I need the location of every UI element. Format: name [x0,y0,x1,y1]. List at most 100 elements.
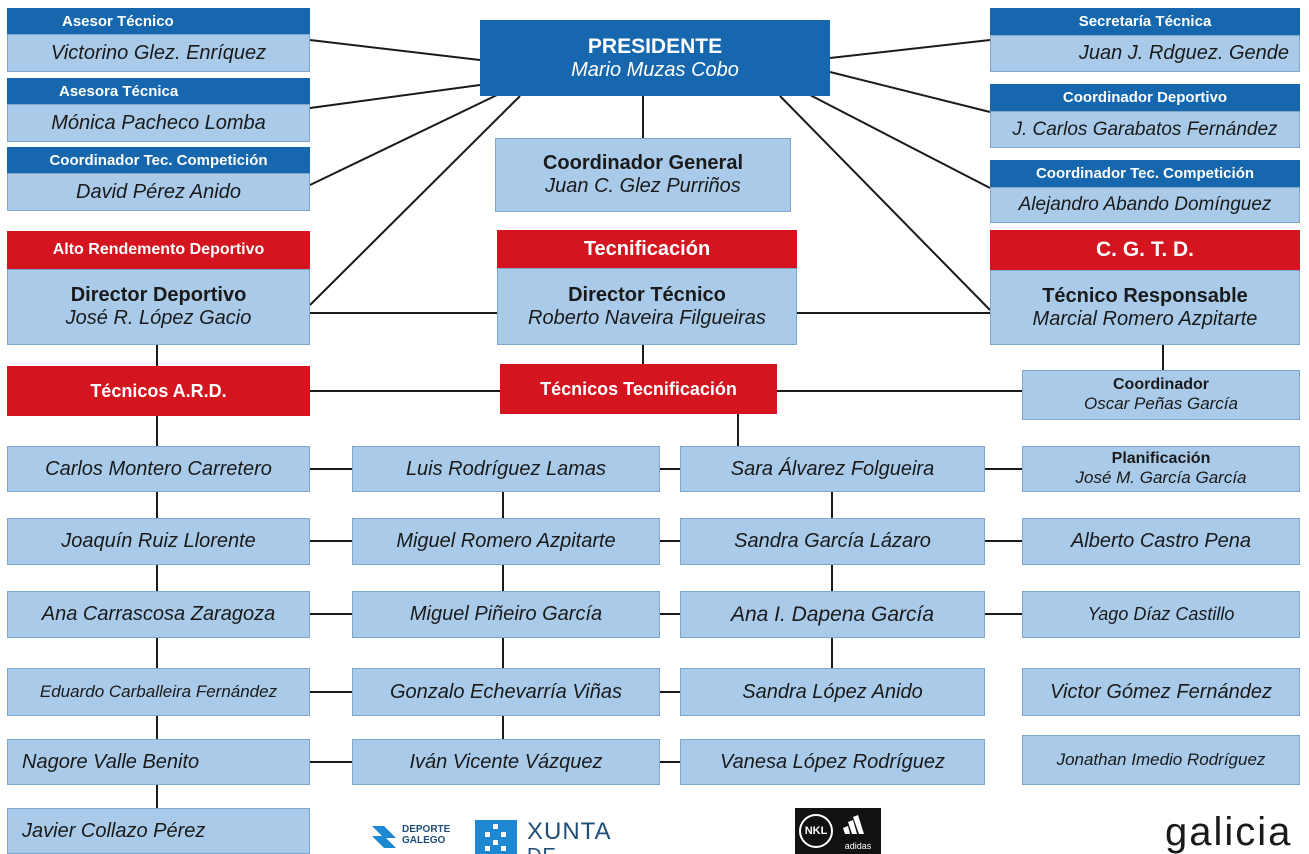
sports-director-name: José R. López Gacio [65,307,252,329]
cgtd-technician-name: Jonathan Imedio Rodríguez [1056,750,1266,769]
tecnificacion-technician-name: Sandra López Anido [742,680,923,703]
tecnificacion-technician-name: Sandra García Lázaro [734,530,931,552]
adidas-icon: adidas [839,814,877,851]
advisor2-header: Asesora Técnica [7,78,310,104]
coordinator-name: Oscar Peñas García [1083,394,1238,413]
advisor2-name-box: Mónica Pacheco Lomba [7,104,310,142]
competition-coord-right-header: Coordinador Tec. Competición [990,160,1300,187]
sports-director-title: Director Deportivo [70,284,247,306]
tecnificacion-technician-name: Gonzalo Echevarría Viñas [390,680,622,703]
technical-director-name: Roberto Naveira Filgueiras [528,306,766,329]
competition-coord-right-name-box: Alejandro Abando Domínguez [990,187,1300,223]
coordinator-title: Coordinador [1113,376,1209,393]
nkl-adidas-logo: NKL adidas [795,808,881,854]
ard-header: Alto Rendemento Deportivo [7,231,310,269]
tecnificacion-technician-box: Miguel Romero Azpitarte [352,518,660,565]
advisor2-role: Asesora Técnica [59,82,179,100]
competition-coord-right-role: Coordinador Tec. Competición [1035,165,1255,182]
ard-technician-box: Carlos Montero Carretero [7,446,310,492]
general-coordinator-box: Coordinador General Juan C. Glez Purriño… [495,138,791,212]
galicia-logo: galicia [1165,810,1305,854]
tecnificacion-technician-name: Iván Vicente Vázquez [409,750,603,773]
secretary-name: Juan J. Rdguez. Gende [1078,42,1289,64]
ard-technician-box: Ana Carrascosa Zaragoza [7,591,310,638]
tecnificacion-technician-name: Luis Rodríguez Lamas [405,457,607,480]
advisor-role: Asesor Técnico [62,12,174,30]
competition-coord-right-name: Alejandro Abando Domínguez [1018,194,1272,215]
tecnificacion-technician-box: Vanesa López Rodríguez [680,739,985,785]
competition-coord-left-header: Coordinador Tec. Competición [7,147,310,173]
tecnicos-ard-label: Técnicos A.R.D. [90,380,227,401]
cgtd-technician-box: Victor Gómez Fernández [1022,668,1300,716]
ard-technician-box: Javier Collazo Pérez [7,808,310,854]
tecnificacion-technician-name: Miguel Romero Azpitarte [396,530,616,552]
tecnificacion-technician-box: Iván Vicente Vázquez [352,739,660,785]
deporte-galego-icon [372,826,396,848]
technical-director-title: Director Técnico [568,283,726,306]
deporte-label: DEPORTE [402,824,451,835]
technical-director-box: Director Técnico Roberto Naveira Filguei… [497,268,797,345]
tecnificacion-technician-box: Sandra López Anido [680,668,985,716]
sport-coord-role: Coordinador Deportivo [1062,89,1228,106]
xunta-logo: XUNTA DE GALICIA [475,816,645,854]
tecnicos-tecnificacion-label: Técnicos Tecnificación [540,378,737,399]
cgtd-technician-name: Victor Gómez Fernández [1050,680,1272,703]
galego-label: GALEGO [402,835,446,846]
secretary-name-box: Juan J. Rdguez. Gende [990,35,1300,72]
tecnificacion-technician-name: Sara Álvarez Folgueira [730,457,935,480]
tecnificacion-technician-box: Luis Rodríguez Lamas [352,446,660,492]
tecnificacion-technician-box: Sandra García Lázaro [680,518,985,565]
ard-technician-name: Carlos Montero Carretero [45,457,272,480]
president-box: PRESIDENTE Mario Muzas Cobo [480,20,830,96]
xunta-emblem-icon [475,820,517,854]
nkl-icon: NKL [799,814,833,848]
planning-box: Planificación José M. García García [1022,446,1300,492]
sport-coord-name-box: J. Carlos Garabatos Fernández [990,111,1300,148]
deporte-galego-logo: DEPORTE GALEGO [370,820,460,854]
galicia-label: galicia [1165,810,1293,854]
advisor-name-box: Victorino Glez. Enríquez [7,34,310,72]
tecnificacion-technician-name: Miguel Piñeiro García [409,603,603,625]
planning-title: Planificación [1111,450,1211,467]
advisor2-name: Mónica Pacheco Lomba [51,111,266,134]
ard-technician-box: Joaquín Ruiz Llorente [7,518,310,565]
coordinator-box: Coordinador Oscar Peñas García [1022,370,1300,420]
advisor-header: Asesor Técnico [7,8,310,34]
cgtd-technician-box: Alberto Castro Pena [1022,518,1300,565]
tecnificacion-technician-name: Vanesa López Rodríguez [720,750,945,773]
ard-header-label: Alto Rendemento Deportivo [52,241,265,258]
ard-technician-name: Javier Collazo Pérez [22,819,206,842]
de-galicia-label: DE GALICIA [527,844,645,854]
technical-responsible-name: Marcial Romero Azpitarte [1032,307,1258,330]
technical-responsible-title: Técnico Responsable [1042,284,1248,307]
ard-technician-box: Nagore Valle Benito [7,739,310,785]
planning-name: José M. García García [1075,468,1247,487]
tecnificacion-header: Tecnificación [497,230,797,268]
tecnificacion-technician-box: Miguel Piñeiro García [352,591,660,638]
ard-technician-name: Joaquín Ruiz Llorente [61,530,256,552]
secretary-role: Secretaría Técnica [1078,13,1212,30]
cgtd-technician-name: Yago Díaz Castillo [1087,604,1235,624]
sport-coord-name: J. Carlos Garabatos Fernández [1012,118,1278,140]
general-coordinator-name: Juan C. Glez Purriños [545,175,741,197]
nkl-label: NKL [804,825,828,837]
ard-technician-box: Eduardo Carballeira Fernández [7,668,310,716]
tecnificacion-technician-box: Sara Álvarez Folgueira [680,446,985,492]
ard-technician-name: Ana Carrascosa Zaragoza [41,603,276,625]
cgtd-header-label: C. G. T. D. [1095,238,1194,261]
cgtd-technician-box: Yago Díaz Castillo [1022,591,1300,638]
adidas-label: adidas [844,841,872,851]
tecnificacion-technician-box: Gonzalo Echevarría Viñas [352,668,660,716]
ard-technician-name: Eduardo Carballeira Fernández [39,682,278,701]
sports-director-box: Director Deportivo José R. López Gacio [7,269,310,345]
ard-technician-name: Nagore Valle Benito [22,750,200,773]
general-coordinator-title: Coordinador General [542,152,744,174]
sport-coord-header: Coordinador Deportivo [990,84,1300,111]
tecnicos-ard-header: Técnicos A.R.D. [7,366,310,416]
technical-responsible-box: Técnico Responsable Marcial Romero Azpit… [990,270,1300,345]
tecnificacion-technician-box: Ana I. Dapena García [680,591,985,638]
tecnificacion-technician-name: Ana I. Dapena García [730,602,935,626]
tecnificacion-header-label: Tecnificación [583,237,711,260]
advisor-name: Victorino Glez. Enríquez [50,41,267,64]
president-title: PRESIDENTE [587,34,723,58]
